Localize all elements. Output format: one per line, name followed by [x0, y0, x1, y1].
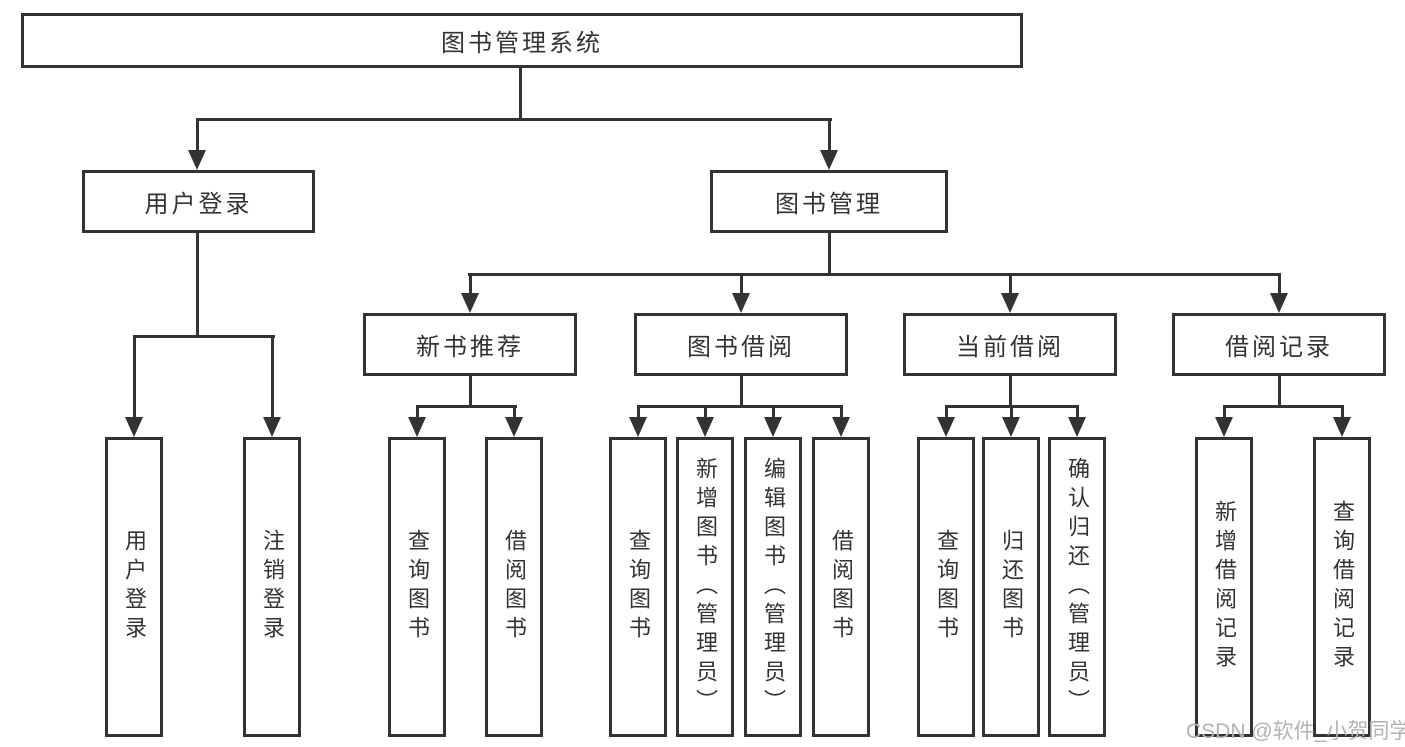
connector-borrow-records-branch — [1223, 405, 1344, 408]
arrowhead — [937, 417, 955, 437]
arrowhead — [820, 150, 838, 170]
node-new-book-recommend: 新书推荐 — [363, 313, 577, 376]
connector-borrow-records-trunk — [1278, 374, 1281, 408]
leaf-query-books-borrowing: 查询图书 — [609, 437, 667, 737]
leaf-logout: 注销登录 — [243, 437, 301, 737]
connector-drop — [513, 405, 516, 419]
connector-level1-branch — [196, 118, 832, 121]
arrowhead — [832, 417, 850, 437]
node-label: 查询借阅记录 — [1330, 500, 1355, 674]
arrowhead — [461, 293, 479, 313]
connector-drop — [945, 405, 948, 419]
leaf-edit-books-admin: 编辑图书（管理员） — [744, 437, 802, 737]
connector-drop — [1010, 405, 1013, 419]
connector-level2-branch — [468, 273, 1281, 276]
node-label: 查询图书 — [934, 529, 959, 645]
connector-drop — [416, 405, 419, 419]
node-user-login: 用户登录 — [82, 170, 315, 233]
connector-drop-borrow-records — [1278, 273, 1281, 295]
arrowhead — [764, 417, 782, 437]
node-label: 新书推荐 — [416, 334, 524, 361]
leaf-user-login: 用户登录 — [105, 437, 163, 737]
arrowhead — [263, 417, 281, 437]
node-library-management-system: 图书管理系统 — [21, 13, 1023, 68]
connector-new-book-branch — [416, 405, 517, 408]
leaf-query-books-recommend: 查询图书 — [388, 437, 446, 737]
connector-current-borrow-trunk — [1009, 374, 1012, 408]
node-label: 图书管理 — [775, 191, 883, 218]
arrowhead — [408, 417, 426, 437]
node-label: 借阅记录 — [1225, 334, 1333, 361]
node-book-management: 图书管理 — [710, 170, 948, 233]
node-label: 归还图书 — [999, 529, 1024, 645]
arrowhead — [1215, 417, 1233, 437]
node-label: 编辑图书（管理员） — [761, 456, 786, 718]
node-label: 用户登录 — [144, 191, 253, 218]
arrowhead — [1001, 293, 1019, 313]
connector-drop — [1076, 405, 1079, 419]
leaf-add-borrow-record: 新增借阅记录 — [1195, 437, 1253, 737]
connector-drop-new-book — [469, 273, 472, 295]
leaf-borrow-books: 借阅图书 — [812, 437, 870, 737]
connector-drop — [840, 405, 843, 419]
node-label: 用户登录 — [122, 529, 147, 645]
node-label: 新增图书（管理员） — [693, 456, 718, 718]
arrowhead — [125, 417, 143, 437]
arrowhead — [1270, 293, 1288, 313]
arrowhead — [188, 150, 206, 170]
leaf-confirm-return-admin: 确认归还（管理员） — [1048, 437, 1106, 737]
node-borrowing-records: 借阅记录 — [1172, 313, 1386, 376]
leaf-borrow-books-recommend: 借阅图书 — [485, 437, 543, 737]
arrowhead — [732, 293, 750, 313]
connector-drop — [1341, 405, 1344, 419]
arrowhead — [1002, 417, 1020, 437]
node-label: 当前借阅 — [956, 334, 1064, 361]
node-label: 借阅图书 — [502, 529, 527, 645]
leaf-query-books-current: 查询图书 — [917, 437, 975, 737]
csdn-watermark: CSDN @软件_小贺同学 — [1186, 720, 1405, 743]
node-label: 图书管理系统 — [441, 30, 603, 57]
connector-drop — [1223, 405, 1226, 419]
connector-drop — [637, 405, 640, 419]
node-label: 查询图书 — [626, 529, 651, 645]
connector-drop-logout-leaf — [271, 335, 274, 419]
node-label: 新增借阅记录 — [1212, 500, 1237, 674]
connector-user-login-trunk — [196, 231, 199, 337]
connector-drop-user-login — [196, 118, 199, 152]
connector-drop — [704, 405, 707, 419]
arrowhead — [629, 417, 647, 437]
arrowhead — [696, 417, 714, 437]
connector-book-borrow-branch — [637, 405, 843, 408]
node-label: 图书借阅 — [687, 334, 795, 361]
connector-drop-book-borrow — [740, 273, 743, 295]
node-label: 确认归还（管理员） — [1065, 456, 1090, 718]
connector-drop-login-leaf — [133, 335, 136, 419]
node-current-borrowing: 当前借阅 — [903, 313, 1117, 376]
arrowhead — [1068, 417, 1086, 437]
connector-new-book-trunk — [469, 374, 472, 408]
connector-drop — [772, 405, 775, 419]
node-book-borrowing: 图书借阅 — [634, 313, 848, 376]
leaf-add-books-admin: 新增图书（管理员） — [676, 437, 734, 737]
connector-drop-current-borrow — [1009, 273, 1012, 295]
connector-user-login-branch — [133, 335, 275, 338]
arrowhead — [1333, 417, 1351, 437]
leaf-query-borrow-record: 查询借阅记录 — [1313, 437, 1371, 737]
connector-book-borrow-trunk — [740, 374, 743, 408]
connector-drop-book-mgmt — [828, 118, 831, 152]
connector-root-trunk — [519, 66, 522, 120]
arrowhead — [505, 417, 523, 437]
node-label: 借阅图书 — [829, 529, 854, 645]
node-label: 注销登录 — [260, 529, 285, 645]
node-label: 查询图书 — [405, 529, 430, 645]
leaf-return-books: 归还图书 — [982, 437, 1040, 737]
connector-book-mgmt-trunk — [828, 231, 831, 276]
